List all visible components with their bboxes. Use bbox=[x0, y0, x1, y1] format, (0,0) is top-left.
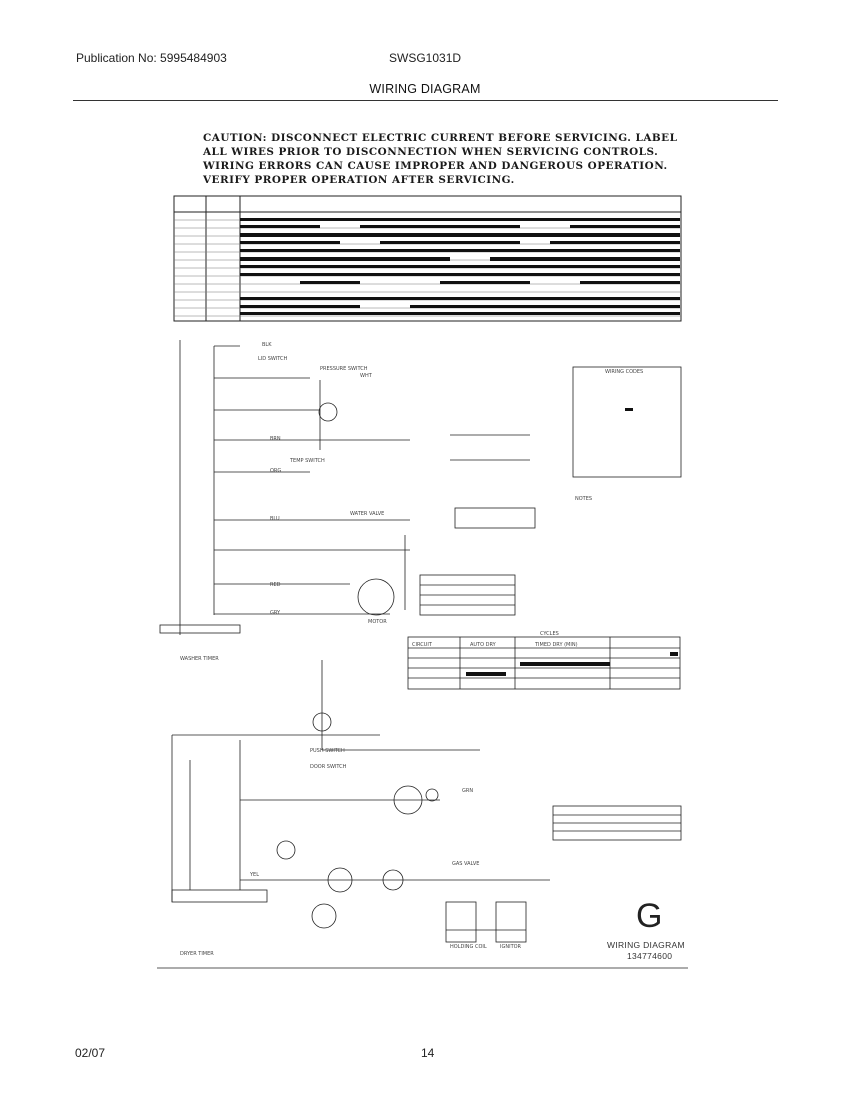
caution-line-4: VERIFY PROPER OPERATION AFTER SERVICING. bbox=[203, 174, 515, 186]
pressure-switch-label: PRESSURE SWITCH bbox=[320, 366, 368, 372]
publication-number: Publication No: 5995484903 bbox=[76, 51, 227, 65]
wire-brn-label: BRN bbox=[270, 436, 281, 442]
water-valve-label: WATER VALVE bbox=[350, 511, 384, 517]
section-title: WIRING DIAGRAM bbox=[369, 82, 481, 96]
wiring-codes-label: WIRING CODES bbox=[605, 369, 643, 375]
page-number: 14 bbox=[421, 1046, 435, 1060]
temp-switch-label: TEMP SWITCH bbox=[289, 458, 325, 464]
wire-org-label: ORG bbox=[270, 468, 281, 474]
wire-grn-label: GRN bbox=[462, 788, 473, 794]
dryer-timer-label: DRYER TIMER bbox=[180, 951, 214, 957]
diagram-revision-letter: G bbox=[636, 897, 663, 935]
timed-dry-label: TIMED DRY (MIN) bbox=[534, 642, 578, 648]
header-divider bbox=[73, 100, 778, 101]
wire-wht-label: WHT bbox=[360, 373, 373, 379]
washer-timer-label: WASHER TIMER bbox=[180, 656, 219, 662]
circuit-label: CIRCUIT bbox=[412, 642, 433, 648]
ignitor-label: IGNITOR bbox=[500, 944, 522, 950]
wire-gry-label: GRY bbox=[270, 610, 281, 616]
timer-pulse-grid bbox=[454, 507, 536, 529]
footer-date: 02/07 bbox=[75, 1046, 106, 1060]
push-switch-label: PUSH SWITCH bbox=[310, 748, 345, 754]
lid-switch-label: LID SWITCH bbox=[258, 356, 288, 362]
cycles-table bbox=[407, 636, 681, 690]
cycles-label: CYCLES bbox=[540, 631, 559, 637]
caution-line-2: ALL WIRES PRIOR TO DISCONNECTION WHEN SE… bbox=[203, 146, 659, 158]
wire-blu-label: BLU bbox=[270, 516, 280, 522]
caution-notice: CAUTION: DISCONNECT ELECTRIC CURRENT BEF… bbox=[203, 131, 678, 187]
timer-chart-frame bbox=[173, 195, 682, 322]
wire-red-label: RED bbox=[270, 582, 281, 588]
wiring-diagram: WASHER TIMER DRYER TIMER WIRING CODES CY… bbox=[157, 195, 688, 969]
model-number: SWSG1031D bbox=[389, 51, 462, 65]
motor-label: MOTOR bbox=[368, 619, 387, 625]
wiring-codes-box bbox=[572, 366, 682, 478]
wire-blk-label: BLK bbox=[262, 342, 272, 348]
door-switch-label: DOOR SWITCH bbox=[310, 764, 347, 770]
auto-dry-label: AUTO DRY bbox=[470, 642, 497, 648]
caution-line-1: CAUTION: DISCONNECT ELECTRIC CURRENT BEF… bbox=[203, 132, 678, 144]
diagram-title: WIRING DIAGRAM bbox=[607, 940, 685, 950]
notes-label: NOTES bbox=[575, 496, 592, 502]
diagram-number: 134774600 bbox=[627, 951, 673, 961]
caution-line-3: WIRING ERRORS CAN CAUSE IMPROPER AND DAN… bbox=[203, 160, 668, 172]
gas-valve-label: GAS VALVE bbox=[452, 861, 479, 867]
holding-coil-label: HOLDING COIL bbox=[450, 944, 487, 950]
wire-yel-label: YEL bbox=[249, 872, 259, 878]
